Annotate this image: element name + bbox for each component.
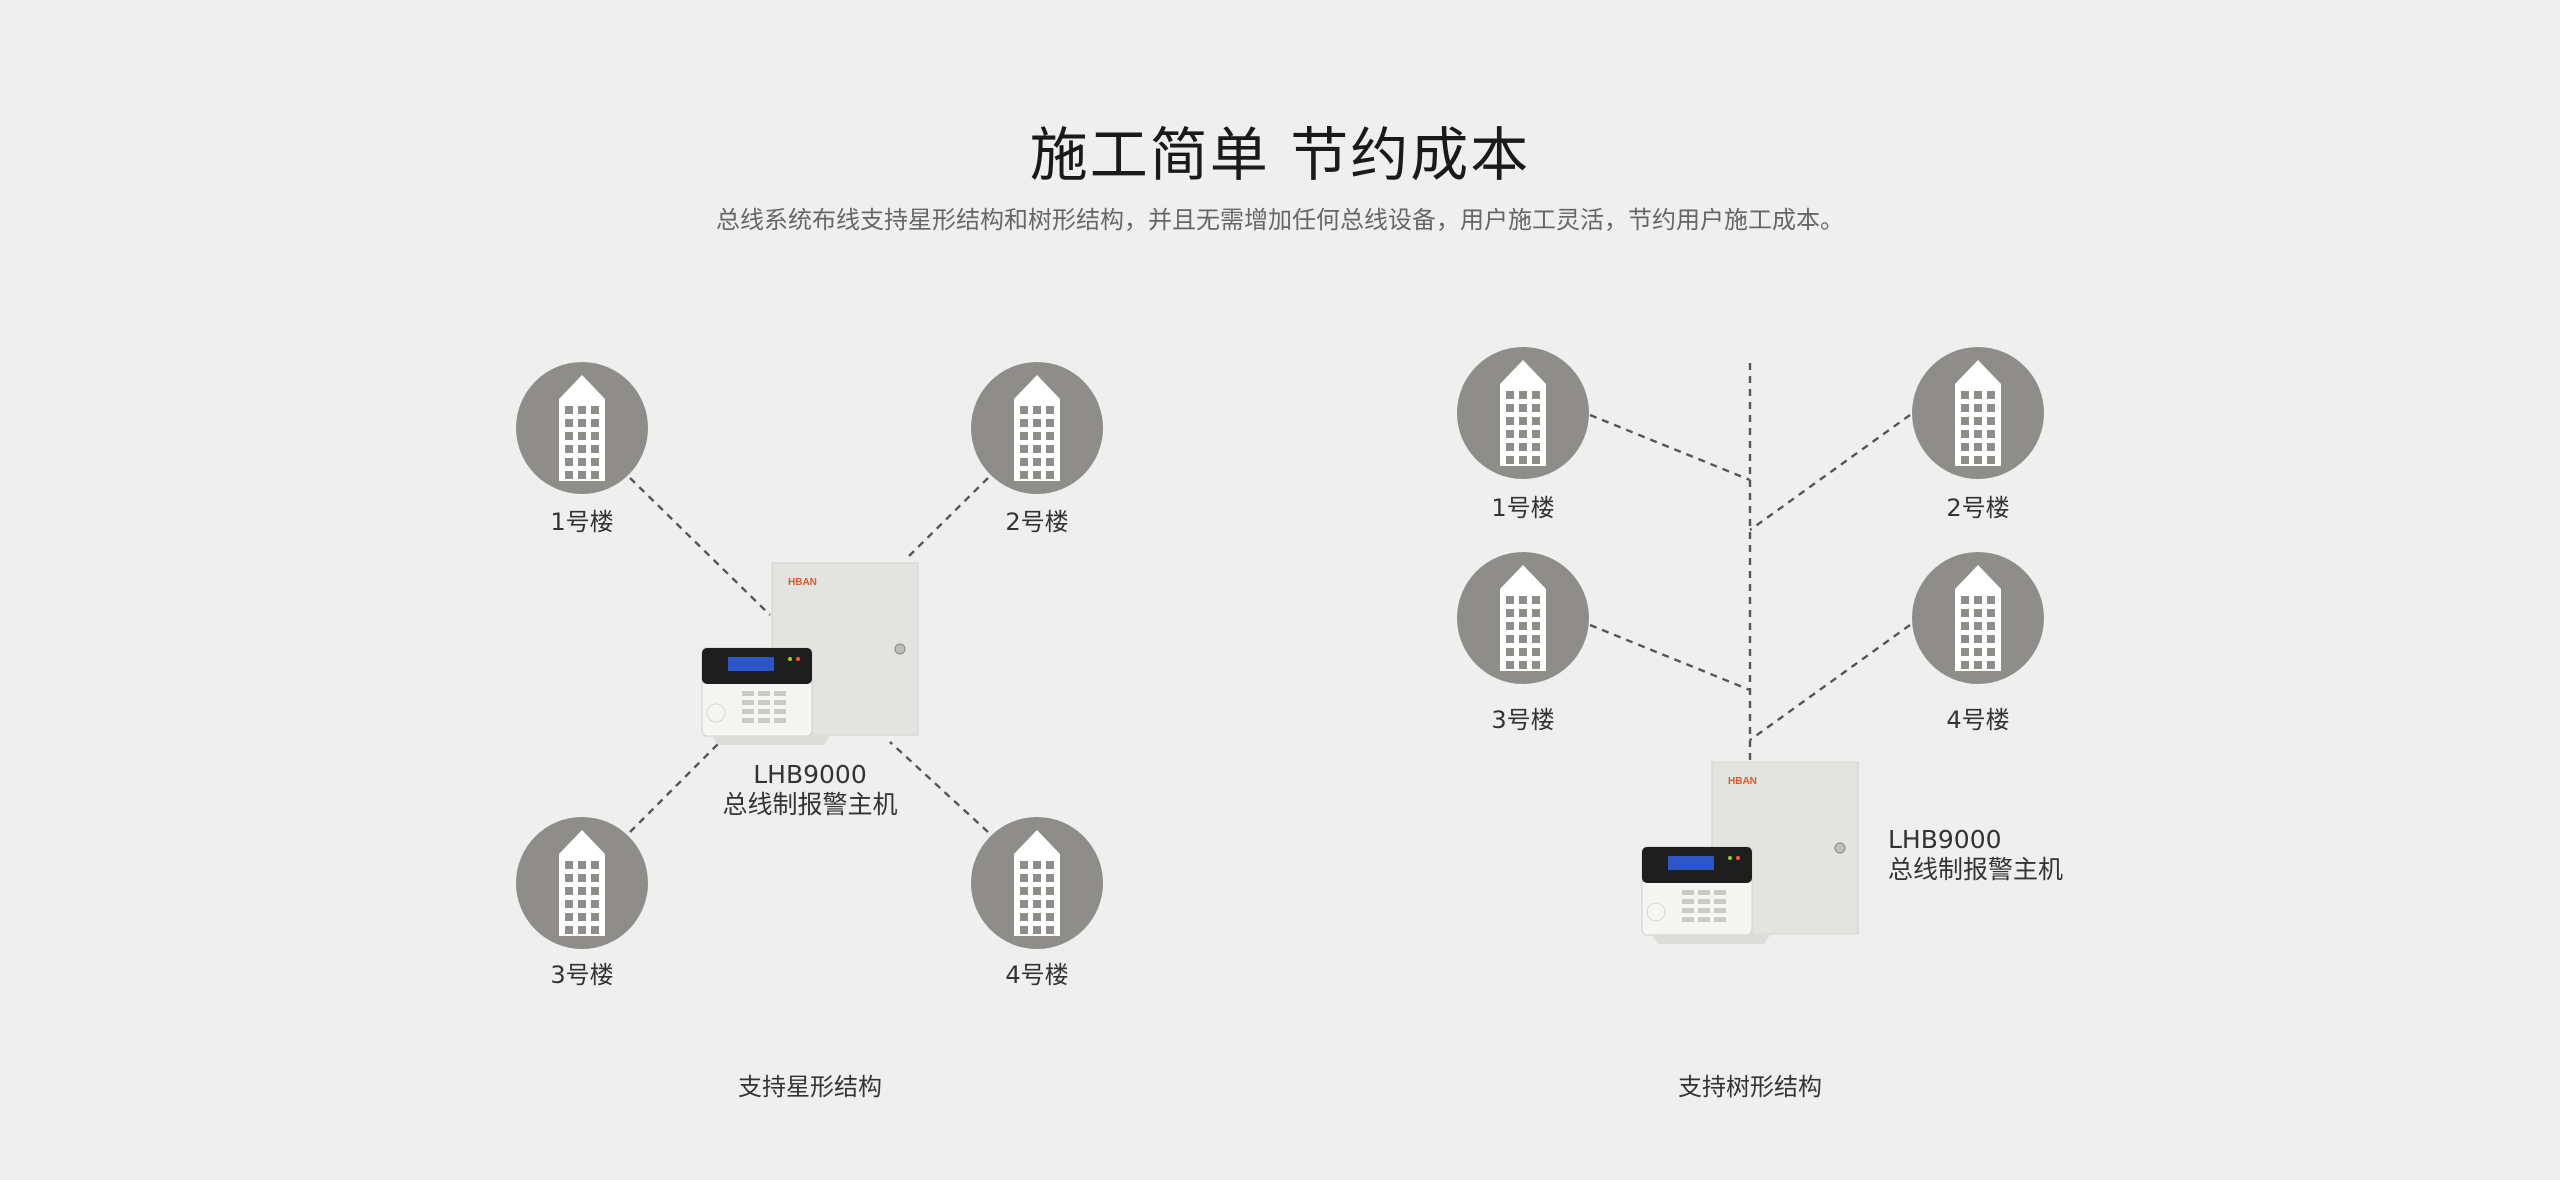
star-building-4-icon: [971, 817, 1103, 949]
star-building-2-label: 2号楼: [937, 502, 1137, 537]
tree-links: [1590, 363, 1910, 760]
star-caption: 支持星形结构: [660, 1067, 960, 1102]
tree-building-1-label: 1号楼: [1423, 488, 1623, 523]
tree-alarm-host-icon: [1642, 762, 1858, 944]
tree-building-2-label: 2号楼: [1878, 488, 2078, 523]
star-device-model: LHB9000: [710, 760, 910, 790]
star-device-name: 总线制报警主机: [710, 790, 910, 820]
star-alarm-host-icon: [702, 563, 918, 745]
tree-building-2-icon: [1912, 347, 2044, 479]
star-building-3-label: 3号楼: [482, 955, 682, 990]
tree-caption: 支持树形结构: [1600, 1067, 1900, 1102]
tree-building-4-label: 4号楼: [1878, 700, 2078, 735]
tree-device-model: LHB9000: [1888, 825, 2108, 855]
tree-building-3-icon: [1457, 552, 1589, 684]
tree-device-label: LHB9000 总线制报警主机: [1888, 825, 2108, 885]
star-device-label: LHB9000 总线制报警主机: [710, 760, 910, 820]
star-building-4-label: 4号楼: [937, 955, 1137, 990]
tree-building-3-label: 3号楼: [1423, 700, 1623, 735]
star-building-1-icon: [516, 362, 648, 494]
star-building-1-label: 1号楼: [482, 502, 682, 537]
star-building-2-icon: [971, 362, 1103, 494]
tree-building-4-icon: [1912, 552, 2044, 684]
star-building-3-icon: [516, 817, 648, 949]
tree-device-name: 总线制报警主机: [1888, 855, 2108, 885]
tree-building-1-icon: [1457, 347, 1589, 479]
